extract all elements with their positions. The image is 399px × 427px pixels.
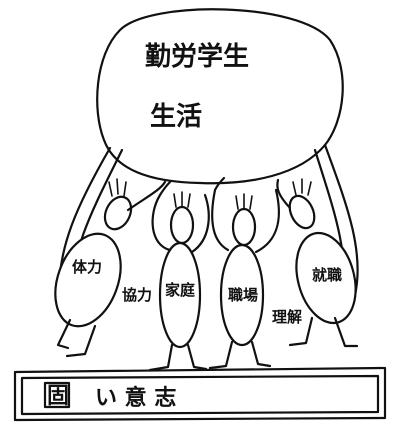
- balloon-outline: [96, 8, 344, 185]
- balloon-line-1: 勤労学生: [145, 41, 249, 72]
- figure-label-3: 職場: [228, 286, 258, 304]
- figure-katei: 家庭: [148, 180, 210, 372]
- figure-shokuba: 職場: [208, 176, 280, 370]
- between-label-2: 理解: [272, 308, 302, 326]
- between-label-1: 協力: [122, 286, 152, 304]
- balloon-line-2: 生活: [150, 102, 202, 132]
- figure-shushoku: 就職: [276, 178, 359, 348]
- figure-tairyoku: 体力: [54, 178, 167, 358]
- base-box: [43, 381, 71, 409]
- base-label-rest: い 意 志: [95, 385, 176, 411]
- figure-label-4: 就職: [312, 266, 342, 284]
- figure-label-1: 体力: [72, 258, 102, 276]
- base-label-box: 固: [47, 384, 69, 409]
- figure-label-2: 家庭: [165, 281, 196, 299]
- base-block: 固 い 意 志: [13, 366, 387, 422]
